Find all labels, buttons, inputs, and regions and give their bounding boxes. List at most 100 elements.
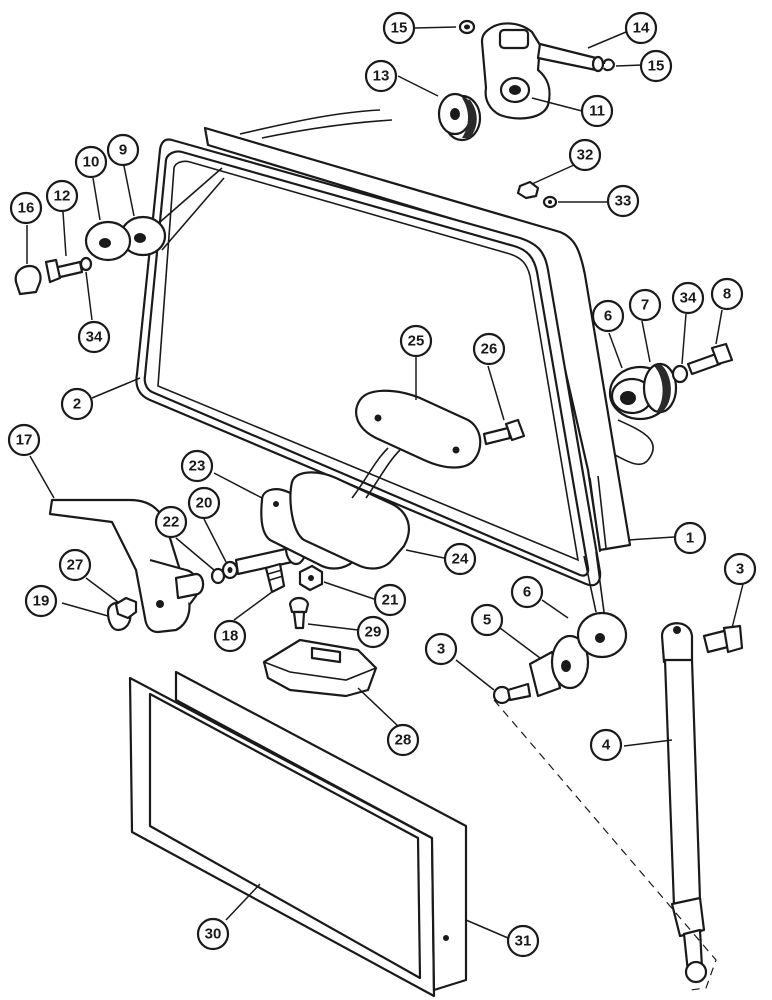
callout-label: 6 [604, 308, 612, 325]
callout-label: 27 [67, 557, 84, 574]
callout-30: 30 [196, 917, 230, 951]
washer-20 [221, 560, 239, 580]
callout-7: 7 [628, 288, 662, 322]
callout-label: 9 [119, 142, 127, 159]
callout-27: 27 [58, 548, 92, 582]
callout-label: 24 [452, 551, 469, 568]
leader-lines [26, 26, 744, 939]
mounting-plate-25 [355, 389, 482, 469]
callout-9: 9 [106, 133, 140, 167]
callout-label: 1 [686, 530, 694, 547]
glass-reflection-marks [589, 475, 607, 553]
callout-label: 34 [680, 290, 697, 307]
callout-34-left: 34 [77, 320, 111, 354]
callout-32: 32 [568, 138, 602, 172]
callout-24: 24 [443, 542, 477, 576]
cap-nut-16 [14, 264, 42, 296]
seal-frame-30 [128, 676, 436, 998]
callout-29: 29 [356, 615, 390, 649]
callout-17: 17 [7, 423, 41, 457]
bolt-26 [482, 418, 526, 446]
callout-label: 15 [648, 58, 665, 75]
callout-12: 12 [45, 179, 79, 213]
callout-label: 23 [189, 458, 206, 475]
washer-6-lower [576, 611, 628, 659]
callout-10: 10 [74, 145, 108, 179]
small-washer-33 [542, 195, 558, 209]
callout-22: 22 [154, 505, 188, 539]
callout-34-right: 34 [671, 281, 705, 315]
lock-washer-34-right [671, 364, 689, 384]
latch-catch-28 [262, 638, 378, 698]
glass-panel-31 [174, 670, 468, 992]
callout-label: 19 [33, 593, 50, 610]
callout-16: 16 [9, 191, 43, 225]
callout-label: 5 [483, 612, 491, 629]
callout-label: 18 [222, 628, 239, 645]
callout-1: 1 [673, 521, 707, 555]
callout-3-left: 3 [424, 632, 458, 666]
callout-label: 3 [736, 561, 744, 578]
callout-label: 3 [437, 641, 445, 658]
callout-26: 26 [472, 332, 506, 366]
callout-label: 34 [86, 329, 103, 346]
callout-label: 13 [373, 68, 390, 85]
assembly-swoosh-lines [159, 109, 654, 613]
callout-label: 14 [633, 20, 650, 37]
bolt-12 [44, 258, 84, 284]
callout-14: 14 [624, 11, 658, 45]
callout-13: 13 [364, 59, 398, 93]
callout-21: 21 [373, 583, 407, 617]
callout-label: 33 [615, 193, 632, 210]
set-screw-18 [264, 562, 286, 594]
callout-label: 25 [408, 333, 425, 350]
callout-label: 8 [723, 286, 731, 303]
callout-5: 5 [470, 603, 504, 637]
callout-11: 11 [580, 94, 614, 128]
callout-label: 31 [515, 933, 532, 950]
callout-8: 8 [710, 277, 744, 311]
callout-31: 31 [506, 924, 540, 958]
hinge-pin [536, 42, 605, 73]
handle-nut-27 [114, 596, 138, 620]
callout-label: 12 [54, 188, 71, 205]
callout-label: 22 [163, 514, 180, 531]
handle-hub [174, 572, 205, 600]
callout-33: 33 [606, 184, 640, 218]
callout-label: 4 [602, 737, 611, 754]
gasket-24 [289, 471, 410, 570]
callout-label: 21 [382, 592, 399, 609]
callout-25: 25 [399, 324, 433, 358]
ball-stud-3-left [492, 682, 532, 705]
pin-clip-left [458, 19, 476, 35]
bolt-8 [686, 342, 734, 376]
callout-19: 19 [24, 584, 58, 618]
callout-label: 2 [73, 396, 81, 413]
nut-21 [298, 564, 324, 592]
callout-label: 16 [18, 200, 35, 217]
callout-15-top-right: 15 [639, 49, 673, 83]
ball-stud-3-right [702, 624, 744, 654]
callout-label: 20 [196, 495, 213, 512]
strut-path-dashed [493, 699, 717, 991]
callout-3-right: 3 [723, 552, 757, 586]
callout-2: 2 [60, 387, 94, 421]
callout-label: 7 [641, 297, 649, 314]
callout-20: 20 [187, 486, 221, 520]
callout-label: 17 [16, 432, 33, 449]
gas-strut-4 [660, 622, 708, 984]
callout-label: 29 [365, 624, 382, 641]
callout-28: 28 [386, 723, 420, 757]
callout-18: 18 [213, 619, 247, 653]
small-nut-32 [516, 180, 540, 200]
washer-10 [84, 220, 132, 262]
hinge-bracket [480, 22, 551, 120]
callout-label: 32 [577, 147, 594, 164]
callout-label: 28 [395, 732, 412, 749]
callout-label: 6 [523, 584, 531, 601]
window-seal-frame [135, 138, 602, 587]
hinge-bushing [437, 92, 482, 142]
callout-6-lower: 6 [510, 575, 544, 609]
callout-4: 4 [589, 728, 623, 762]
